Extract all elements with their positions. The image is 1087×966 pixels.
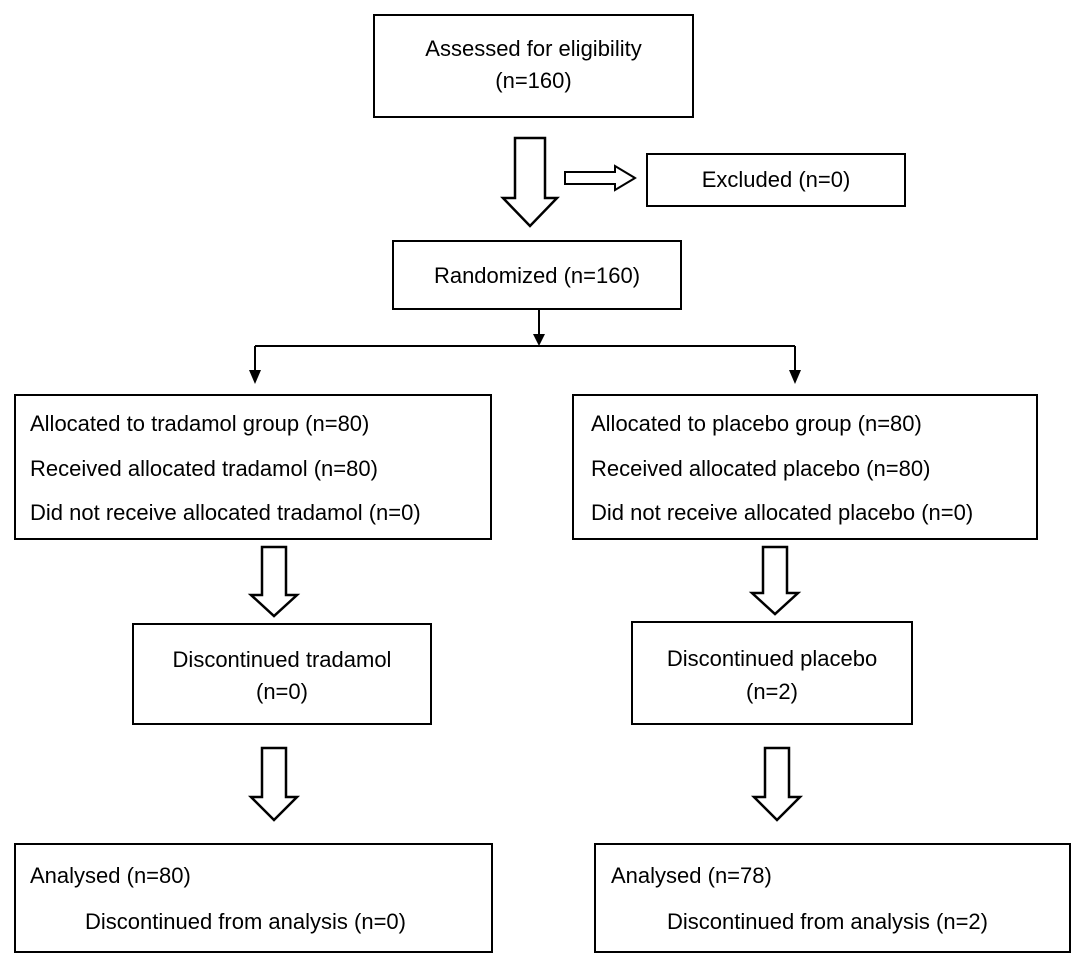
excluded-box: Excluded (n=0) — [646, 153, 906, 207]
hollow-right-arrow-icon — [564, 164, 637, 192]
placebo-allocation-box: Allocated to placebo group (n=80) Receiv… — [572, 394, 1038, 540]
randomized-box: Randomized (n=160) — [392, 240, 682, 310]
placebo-analysed-label: Analysed (n=78) — [611, 863, 772, 888]
placebo-discontinued-count: (n=2) — [746, 679, 798, 704]
hollow-down-arrow-icon — [247, 746, 301, 822]
randomized-label: Randomized (n=160) — [433, 263, 641, 288]
tradamol-allocation-box: Allocated to tradamol group (n=80) Recei… — [14, 394, 492, 540]
hollow-down-arrow-icon — [247, 545, 301, 618]
assessed-box: Assessed for eligibility (n=160) — [373, 14, 694, 118]
arrowhead-icon — [789, 370, 801, 384]
tradamol-discontinued-box: Discontinued tradamol (n=0) — [132, 623, 432, 725]
tradamol-discontinued-analysis: Discontinued from analysis (n=0) — [85, 909, 406, 934]
arrowhead-icon — [533, 334, 545, 346]
tradamol-analysed-box: Analysed (n=80) Discontinued from analys… — [14, 843, 493, 953]
tradamol-received: Received allocated tradamol (n=80) — [30, 456, 378, 481]
placebo-received: Received allocated placebo (n=80) — [591, 456, 931, 481]
tradamol-discontinued-label: Discontinued tradamol — [172, 647, 392, 672]
hollow-down-arrow-icon — [500, 136, 560, 228]
tradamol-analysed-label: Analysed (n=80) — [30, 863, 191, 888]
placebo-analysed-box: Analysed (n=78) Discontinued from analys… — [594, 843, 1071, 953]
placebo-allocated: Allocated to placebo group (n=80) — [591, 411, 922, 436]
tradamol-discontinued-count: (n=0) — [256, 679, 308, 704]
placebo-discontinued-label: Discontinued placebo — [666, 646, 878, 671]
assessed-label: Assessed for eligibility — [425, 36, 642, 61]
hollow-down-arrow-icon — [750, 746, 804, 822]
tradamol-allocated: Allocated to tradamol group (n=80) — [30, 411, 370, 436]
excluded-label: Excluded (n=0) — [701, 167, 851, 192]
hollow-down-arrow-icon — [748, 545, 802, 616]
placebo-discontinued-analysis: Discontinued from analysis (n=2) — [667, 909, 988, 934]
tradamol-not-received: Did not receive allocated tradamol (n=0) — [30, 500, 421, 525]
placebo-discontinued-box: Discontinued placebo (n=2) — [631, 621, 913, 725]
arrowhead-icon — [249, 370, 261, 384]
placebo-not-received: Did not receive allocated placebo (n=0) — [591, 500, 974, 525]
assessed-count: (n=160) — [495, 68, 572, 93]
